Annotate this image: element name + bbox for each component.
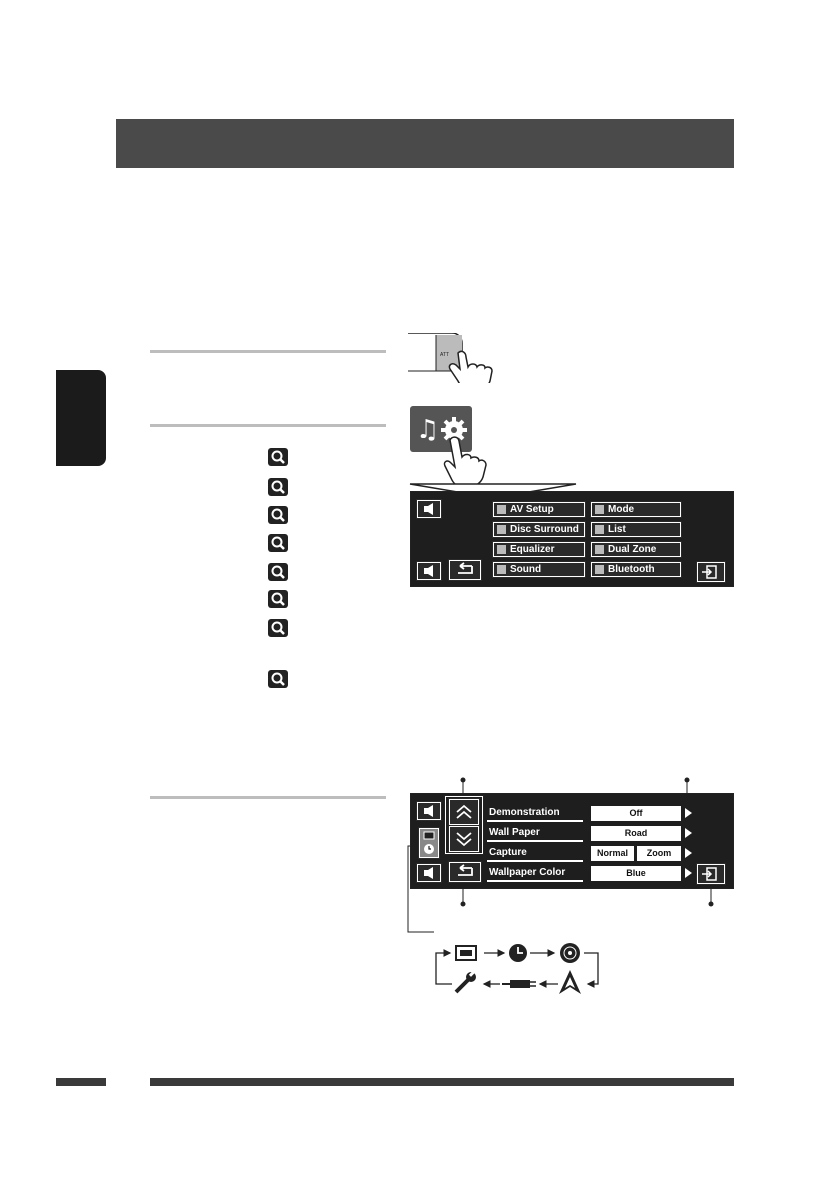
equalizer-button[interactable]: Equalizer	[492, 541, 586, 558]
bluetooth-button[interactable]: Bluetooth	[590, 561, 682, 578]
svg-text:♫: ♫	[416, 415, 439, 445]
setting-label-wallpaper-color: Wallpaper Color	[489, 867, 566, 878]
speaker-icon[interactable]	[416, 561, 442, 581]
next-arrow-icon[interactable]	[685, 868, 692, 878]
section-title-bar	[116, 119, 734, 168]
next-arrow-icon[interactable]	[685, 808, 692, 818]
finger-press-icon	[408, 333, 493, 383]
mode-button[interactable]: Mode	[590, 501, 682, 518]
magnifier-icon	[268, 506, 288, 524]
scroll-down-button[interactable]	[448, 825, 480, 853]
exit-button[interactable]	[696, 561, 726, 583]
back-button[interactable]	[448, 861, 482, 883]
clock-icon	[509, 944, 527, 962]
setting-label-demonstration: Demonstration	[489, 807, 560, 818]
sound-button[interactable]: Sound	[492, 561, 586, 578]
magnifier-icon	[268, 619, 288, 637]
magnifier-icon	[268, 563, 288, 581]
source-cycle-button[interactable]	[418, 827, 440, 859]
step-3-rule	[150, 796, 386, 799]
wallpaper-color-value[interactable]: Blue	[591, 866, 681, 881]
language-side-tab	[56, 370, 106, 466]
scroll-up-button[interactable]	[448, 798, 480, 826]
menu-screen: AV Setup Mode Disc Surround List Equaliz…	[410, 491, 734, 587]
finger-press-icon	[443, 436, 487, 488]
exit-button[interactable]	[696, 863, 726, 885]
setting-label-wall-paper: Wall Paper	[489, 827, 540, 838]
magnifier-icon	[268, 670, 288, 688]
list-button[interactable]: List	[590, 521, 682, 538]
connector-icon	[502, 980, 536, 988]
dual-zone-button[interactable]: Dual Zone	[590, 541, 682, 558]
page-number-bar	[56, 1078, 106, 1086]
magnifier-icon	[268, 590, 288, 608]
disc-surround-button[interactable]: Disc Surround	[492, 521, 586, 538]
speaker-icon[interactable]	[416, 801, 442, 821]
speaker-icon[interactable]	[416, 863, 442, 883]
scroll-buttons-frame	[444, 795, 484, 855]
av-setup-button[interactable]: AV Setup	[492, 501, 586, 518]
att-label: ATT	[440, 352, 450, 358]
wall-paper-value[interactable]: Road	[591, 826, 681, 841]
disc-icon	[560, 943, 580, 963]
speaker-icon[interactable]	[416, 499, 442, 519]
step-1-rule	[150, 350, 386, 353]
capture-zoom-value[interactable]: Zoom	[637, 846, 681, 861]
magnifier-icon	[268, 478, 288, 496]
wrench-icon	[454, 971, 476, 994]
capture-normal-value[interactable]: Normal	[591, 846, 634, 861]
screen-icon	[455, 945, 477, 961]
magnifier-icon	[268, 448, 288, 466]
step-2-rule	[150, 424, 386, 427]
back-button[interactable]	[448, 559, 482, 581]
setting-label-capture: Capture	[489, 847, 527, 858]
next-arrow-icon[interactable]	[685, 848, 692, 858]
next-arrow-icon[interactable]	[685, 828, 692, 838]
navigation-icon	[559, 970, 581, 994]
footer-bar	[150, 1078, 734, 1086]
magnifier-icon	[268, 534, 288, 552]
source-cycle-diagram	[435, 943, 599, 994]
demonstration-value[interactable]: Off	[591, 806, 681, 821]
setup-screen: Demonstration Off Wall Paper Road Captur…	[410, 793, 734, 889]
